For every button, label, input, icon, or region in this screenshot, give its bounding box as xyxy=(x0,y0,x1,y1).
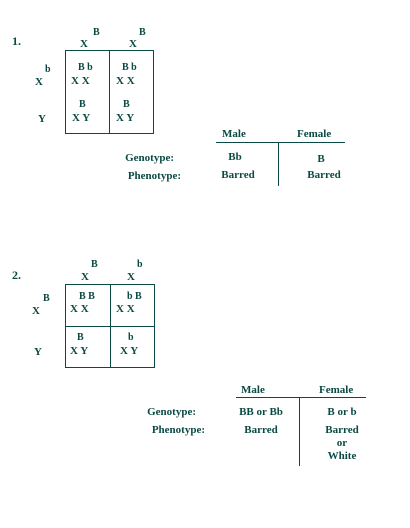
p1-top-gamete-2-allele: B xyxy=(139,27,146,38)
p2-grid-divider-h xyxy=(65,326,155,327)
p1-cell-4: X Y xyxy=(116,112,135,124)
p2-top-gamete-1-allele: B xyxy=(91,259,98,270)
p1-phenotype-label: Phenotype: xyxy=(127,170,181,182)
p2-left-gamete-1-allele: B xyxy=(43,293,50,304)
p2-header-male: Male xyxy=(241,384,265,396)
p2-cell-4-alleles: b xyxy=(128,332,134,343)
p2-male-phenotype: Barred xyxy=(244,424,278,436)
p1-genotype-label: Genotype: xyxy=(125,152,174,164)
p1-grid-divider-v xyxy=(109,50,110,134)
p2-table-header-rule xyxy=(236,397,366,398)
p2-cell-3-alleles: B xyxy=(77,332,84,343)
p1-left-gamete-1: X xyxy=(35,76,43,88)
p1-cell-1: X X xyxy=(71,75,90,87)
p1-top-gamete-2: X xyxy=(129,38,137,50)
problem-1-number: 1. xyxy=(12,34,21,48)
p2-genotype-label: Genotype: xyxy=(147,406,196,418)
p1-male-genotype: Bb xyxy=(228,151,242,163)
p2-cell-1-alleles: B B xyxy=(79,291,95,302)
p1-cell-3: X Y xyxy=(72,112,91,124)
p2-cell-4: X Y xyxy=(120,345,139,357)
p2-top-gamete-1: X xyxy=(81,271,89,283)
p1-cell-3-alleles: B xyxy=(79,99,86,110)
p1-table-header-rule xyxy=(216,142,345,143)
p1-cell-2: X X xyxy=(116,75,135,87)
p1-left-gamete-2: Y xyxy=(38,113,46,125)
p1-female-phenotype: Barred xyxy=(307,169,341,181)
p2-header-female: Female xyxy=(319,384,354,396)
p2-cell-3: X Y xyxy=(70,345,89,357)
p1-cell-2-alleles: B b xyxy=(122,62,137,73)
p2-male-genotype: BB or Bb xyxy=(239,406,283,418)
p2-table-column-rule xyxy=(299,397,300,466)
p2-left-gamete-2: Y xyxy=(34,346,42,358)
p2-cell-2: X X xyxy=(116,303,135,315)
p1-cell-4-alleles: B xyxy=(123,99,130,110)
p1-top-gamete-1: X xyxy=(80,38,88,50)
p2-top-gamete-2-allele: b xyxy=(137,259,143,270)
p1-header-male: Male xyxy=(222,128,246,140)
problem-2-number: 2. xyxy=(12,268,21,282)
p2-cell-2-alleles: b B xyxy=(127,291,142,302)
p2-left-gamete-1: X xyxy=(32,305,40,317)
p1-male-phenotype: Barred xyxy=(221,169,255,181)
p2-phenotype-label: Phenotype: xyxy=(151,424,205,436)
p1-cell-1-alleles: B b xyxy=(78,62,93,73)
p2-female-phenotype-1: Barred xyxy=(325,424,359,436)
p2-female-genotype: B or b xyxy=(327,406,357,418)
p2-female-phenotype-3: White xyxy=(327,450,357,462)
p1-left-gamete-1-allele: b xyxy=(45,64,51,75)
p2-female-phenotype-2: or xyxy=(336,437,348,449)
p2-cell-1: X X xyxy=(70,303,89,315)
p2-top-gamete-2: X xyxy=(127,271,135,283)
p1-top-gamete-1-allele: B xyxy=(93,27,100,38)
p1-header-female: Female xyxy=(297,128,332,140)
p1-female-genotype: B xyxy=(317,153,325,165)
p1-table-column-rule xyxy=(278,142,279,186)
